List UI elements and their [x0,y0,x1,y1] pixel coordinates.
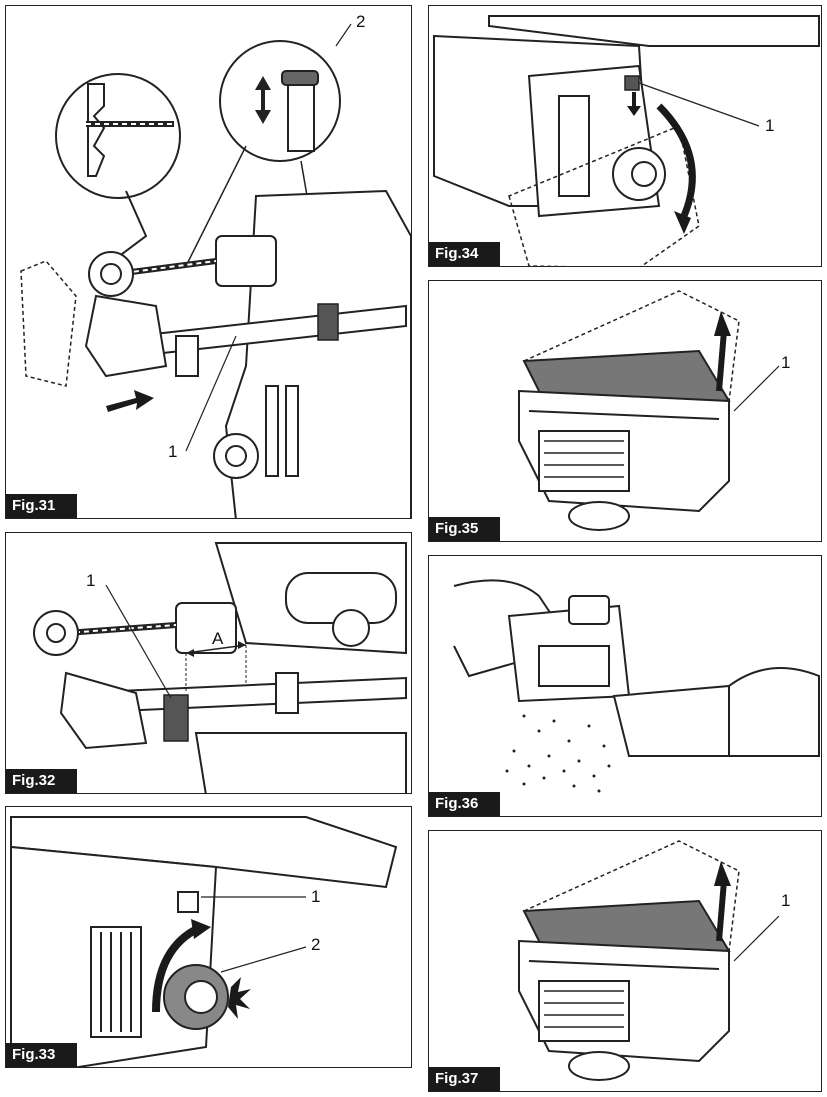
callout-1: 1 [311,887,321,906]
figure-32-illustration [33,542,407,793]
figure-34-panel: 1 Fig.34 [428,5,822,267]
callout-2: 2 [311,935,321,954]
figure-31-panel: 1 2 Fig.31 [5,5,412,519]
rotate-arrow-icon [152,923,203,1013]
figure-label: Fig.37 [429,1067,501,1091]
magnifier-circle-icon [219,40,341,162]
click-burst-icon [228,977,251,1019]
figure-34-illustration [433,15,820,266]
figure-33-illustration [10,816,398,1067]
callout-1: 1 [168,442,178,461]
figure-label: Fig.35 [429,517,501,541]
figure-label: Fig.31 [6,494,78,518]
magnifier-circle-icon [55,73,181,199]
callout-1: 1 [86,571,96,590]
figure-36-illustration [453,579,820,793]
callout-1: 1 [765,116,775,135]
figure-35-panel: 1 Fig.35 [428,280,822,542]
figure-37-illustration [518,840,780,1081]
figure-33-panel: 1 2 Fig.33 [5,806,412,1068]
figure-36-panel: Fig.36 [428,555,822,817]
callout-1: 1 [781,891,791,910]
rotate-arrow-icon [656,103,696,218]
callout-a: A [212,629,224,648]
arrow-icon [716,880,727,942]
figure-35-illustration [518,290,780,531]
figure-label: Fig.32 [6,769,78,793]
figure-31-illustration [20,23,411,518]
figure-37-panel: 1 Fig.37 [428,830,822,1092]
callout-2: 2 [356,12,366,31]
arrow-icon [716,330,727,392]
figure-label: Fig.34 [429,242,501,266]
figure-32-panel: 1 A Fig.32 [5,532,412,794]
callout-1: 1 [781,353,791,372]
figure-label: Fig.33 [6,1043,78,1067]
arrow-icon [106,390,154,412]
figure-label: Fig.36 [429,792,501,816]
dust-particles [505,714,611,793]
